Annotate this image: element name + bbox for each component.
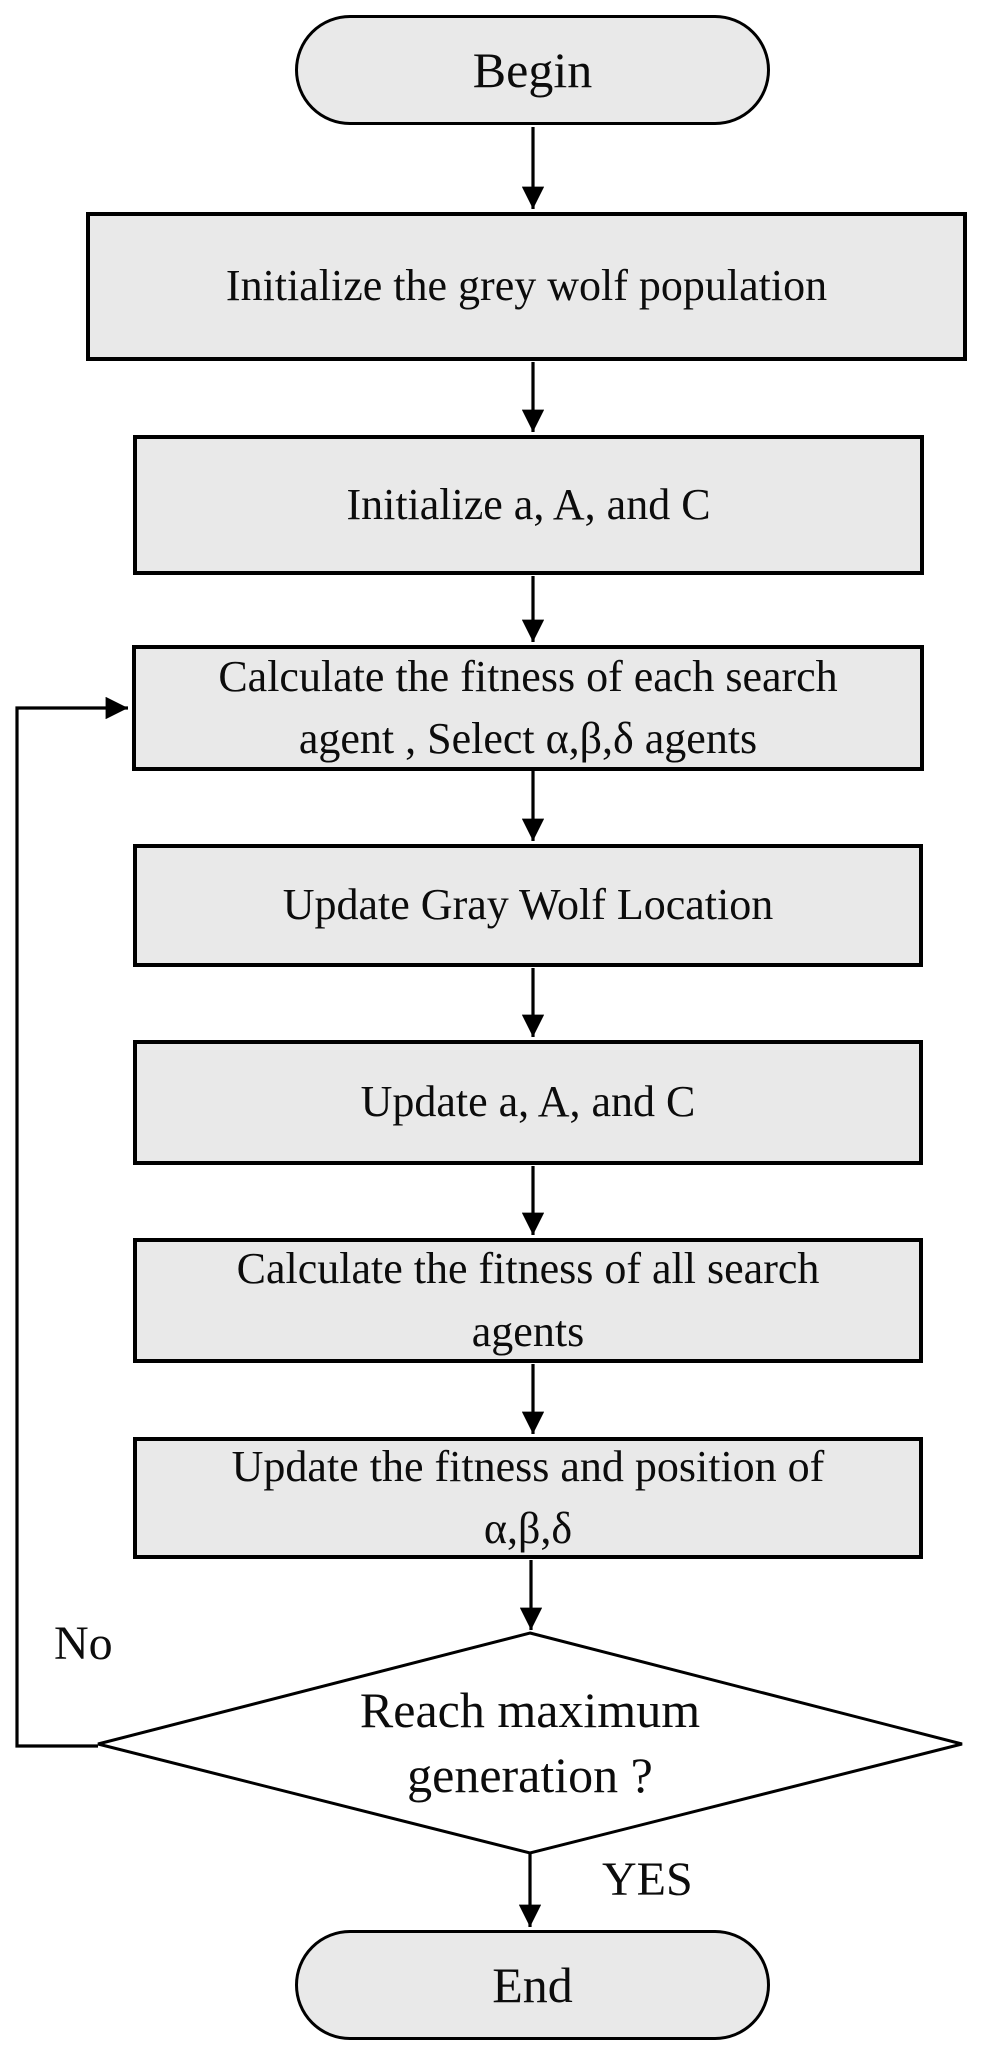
- edge-no-loop-back: [15, 696, 128, 1748]
- update-a-A-C-node: Update a, A, and C: [133, 1040, 923, 1165]
- decision-label: Reach maximum generation ?: [359, 1682, 701, 1803]
- update-a-A-C-label: Update a, A, and C: [360, 1077, 696, 1127]
- update-fitness-pos-label: Update the fitness and position of α,β,δ: [231, 1441, 825, 1553]
- begin-node: Begin: [295, 15, 770, 125]
- calc-fitness-all-label: Calculate the fitness of all search agen…: [236, 1244, 820, 1356]
- init-population-node: Initialize the grey wolf population: [86, 212, 967, 361]
- calc-fitness-each-label: Calculate the fitness of each search age…: [218, 651, 838, 763]
- yes-edge-label: YES: [602, 1853, 693, 1906]
- update-fitness-pos-node: Update the fitness and position of α,β,δ: [133, 1437, 923, 1559]
- update-location-label: Update Gray Wolf Location: [282, 880, 774, 930]
- update-location-node: Update Gray Wolf Location: [133, 844, 923, 967]
- end-node: End: [295, 1930, 770, 2040]
- decision-diamond: [97, 1631, 963, 1855]
- calc-fitness-all-node: Calculate the fitness of all search agen…: [133, 1238, 923, 1363]
- begin-label: Begin: [472, 42, 593, 98]
- init-a-A-C-label: Initialize a, A, and C: [346, 479, 711, 529]
- end-label: End: [492, 1957, 573, 2013]
- init-population-label: Initialize the grey wolf population: [225, 261, 828, 311]
- calc-fitness-each-node: Calculate the fitness of each search age…: [132, 645, 924, 771]
- init-a-A-C-node: Initialize a, A, and C: [133, 435, 924, 575]
- no-edge-label: No: [54, 1617, 113, 1670]
